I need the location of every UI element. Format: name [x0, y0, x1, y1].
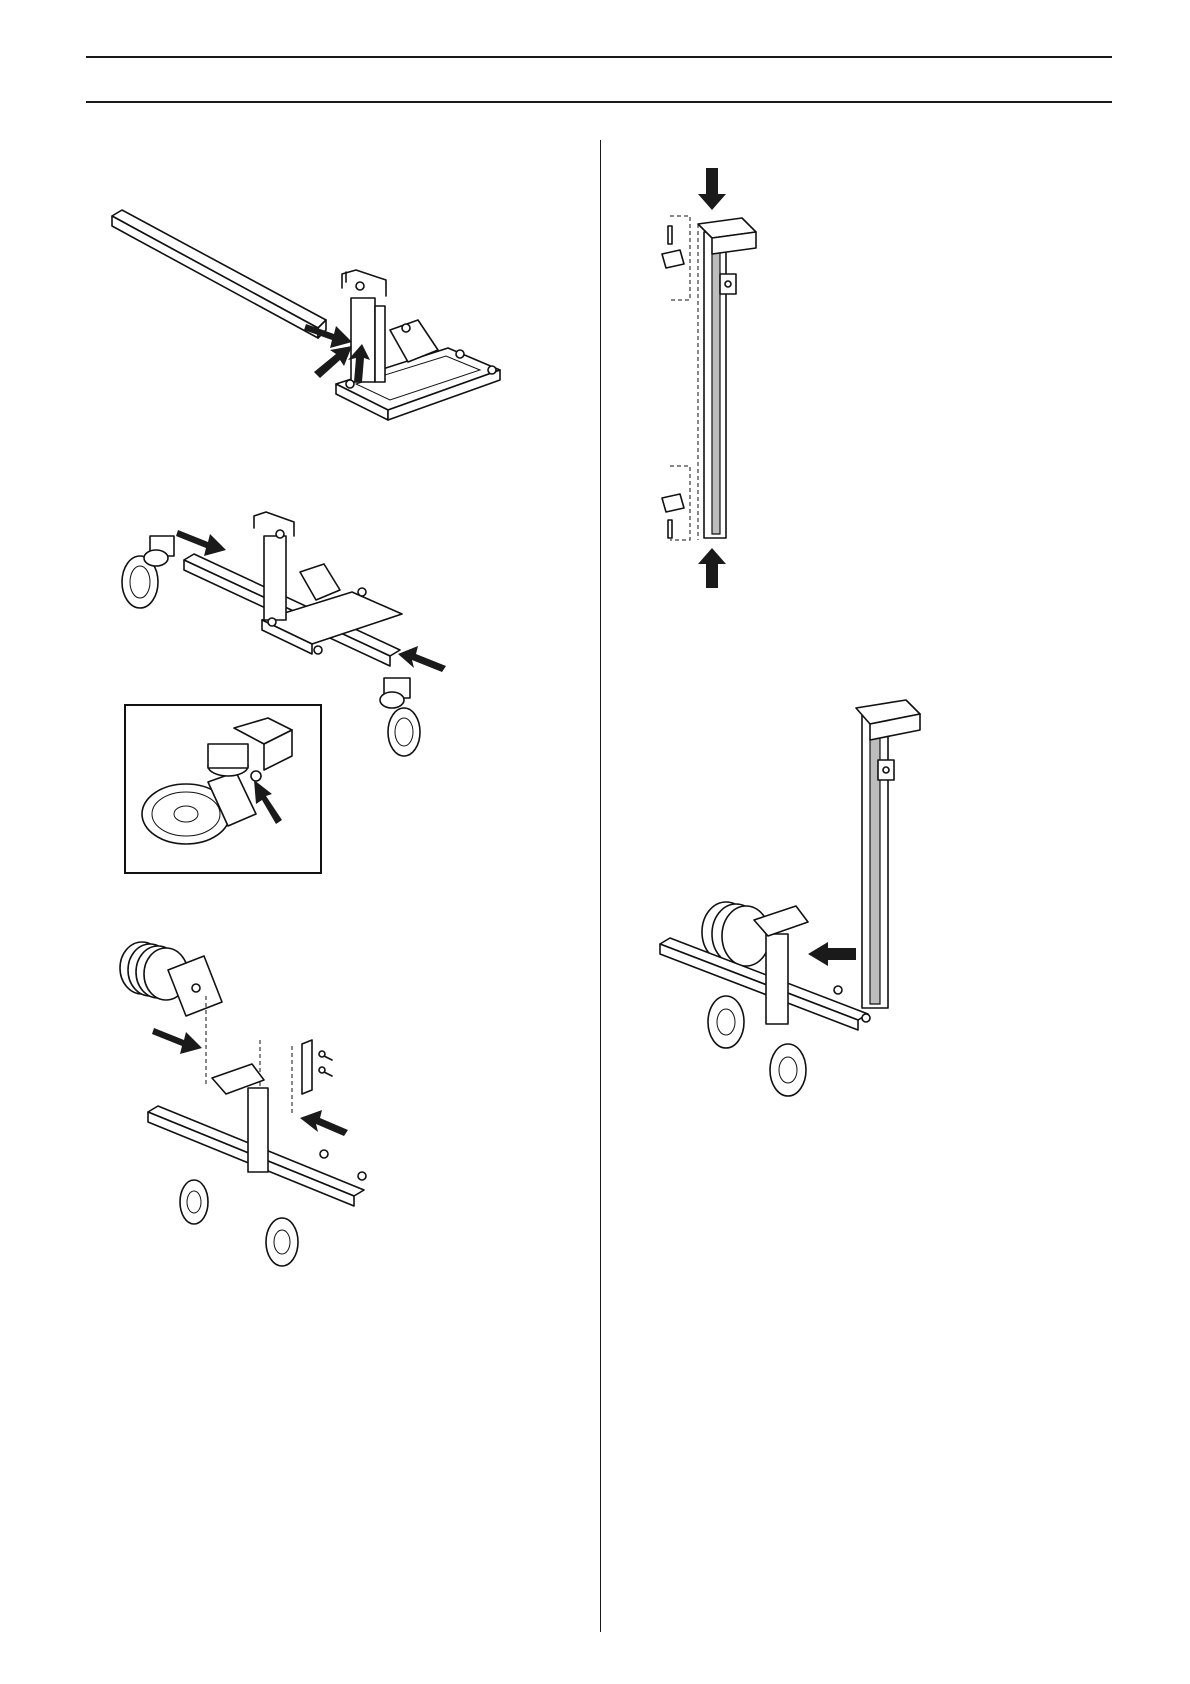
counterweight-icon — [120, 942, 222, 1016]
figure-wheel-detail — [124, 704, 322, 874]
beam-icon — [112, 210, 326, 338]
mounting-plate-icon — [302, 1040, 332, 1094]
up-arrow-icon — [698, 548, 726, 588]
swivel-housing-icon — [208, 718, 292, 826]
header-bottom-rule — [86, 101, 1112, 103]
figure-counterweight-mounting — [112, 940, 402, 1270]
bracket-icon — [662, 216, 698, 540]
right-wheel-icon — [380, 678, 420, 756]
column-icon — [698, 218, 756, 538]
base-frame-icon — [336, 270, 500, 420]
figure-column-on-stand — [656, 684, 956, 1124]
base-frame-icon — [254, 512, 402, 654]
stand-frame-icon — [148, 1064, 366, 1266]
insert-arrow-icon — [808, 942, 856, 966]
column-divider — [600, 140, 601, 1632]
figure-column-brackets — [660, 168, 780, 588]
lock-screw-icon — [251, 771, 261, 781]
figure-frame-and-beam — [108, 210, 508, 450]
stand-icon — [660, 902, 870, 1096]
column-icon — [856, 700, 920, 1008]
lock-screw-arrow-icon — [254, 780, 282, 824]
left-wheel-icon — [122, 536, 174, 608]
header-top-rule — [86, 56, 1112, 58]
down-arrow-icon — [698, 168, 726, 210]
